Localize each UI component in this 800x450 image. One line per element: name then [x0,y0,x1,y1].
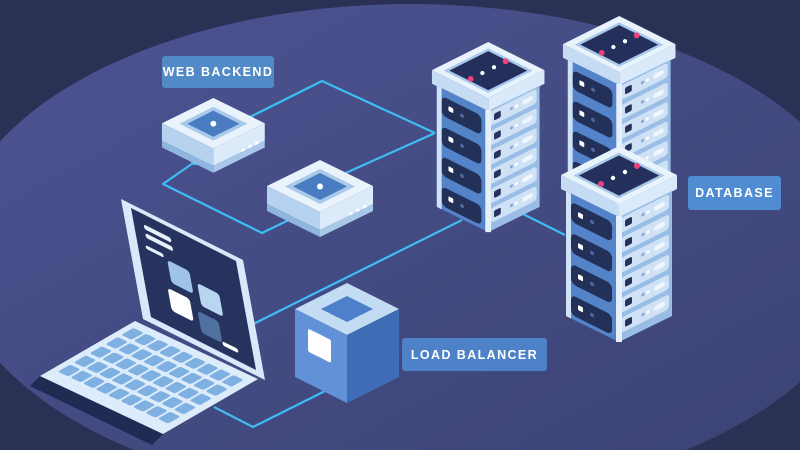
load-balancer-label: LOAD BALANCER [402,338,547,371]
client-laptop [30,199,265,445]
cube-port [308,329,331,363]
connection-line-laptop-loadbalancer [213,386,334,429]
laptop-keyboard [58,328,243,424]
app-tile [168,288,194,321]
server-rack-1 [430,40,546,234]
load-balancer-cube [295,283,399,403]
connection-line-router2-rack1 [329,131,436,182]
web-backend-label: WEB BACKEND [162,56,274,88]
app-tile [198,312,222,342]
app-tile [167,261,193,293]
connection-line-router1-rack1 [227,79,436,134]
database-label: DATABASE [688,176,781,210]
laptop-screen-content [143,225,239,353]
laptop-screen [131,208,256,370]
app-tile [197,284,223,316]
laptop-underside [30,376,163,445]
database-rack [559,144,679,344]
